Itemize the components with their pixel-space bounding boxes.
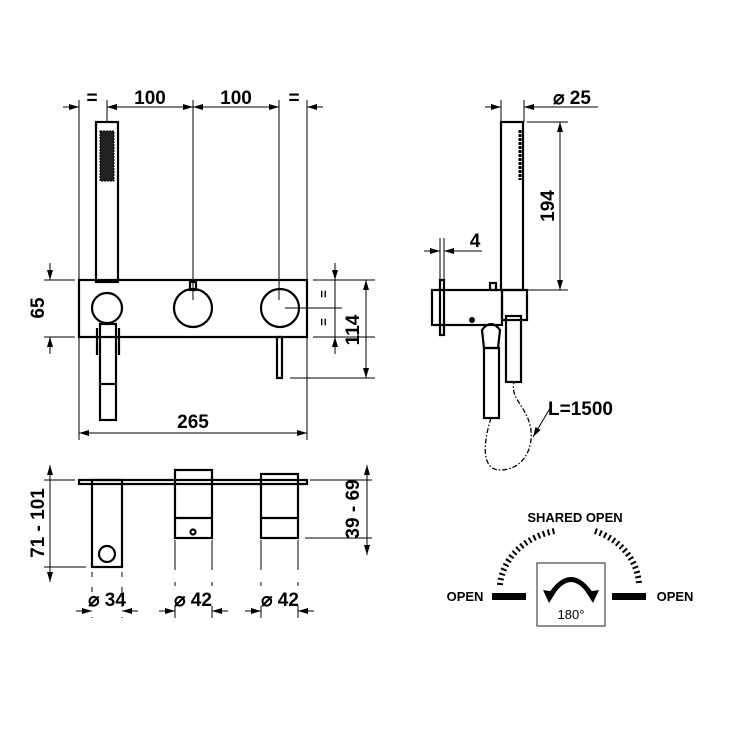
- hose-connector-side: [482, 346, 501, 420]
- mixer-lever: [275, 335, 284, 380]
- shower-holder: [500, 288, 529, 322]
- hand-shower: [94, 120, 120, 284]
- diverter-top: [173, 468, 214, 540]
- rotation-arc-right: [593, 528, 642, 586]
- hose-connector: [98, 322, 118, 422]
- top-view: 71 - 101 39 - 69 ⌀ 34 ⌀ 42 ⌀ 42: [28, 465, 372, 618]
- mixer-top: [259, 472, 300, 540]
- dim-lever-drop: 114: [343, 314, 364, 345]
- dia-knob-right: ⌀ 42: [261, 590, 299, 611]
- dim-plate-thickness: 4: [470, 231, 481, 252]
- dim-equal-right: =: [288, 88, 299, 109]
- dim-plate-height: 65: [28, 297, 49, 319]
- dim-spacing-1: 100: [134, 88, 166, 109]
- shower-nozzles: [99, 130, 115, 182]
- side-view: ⌀ 25 194 4 L=1500: [424, 88, 613, 471]
- plate-top: [77, 478, 309, 486]
- dim-right-depth: 39 - 69: [343, 479, 364, 538]
- dia-handshower: ⌀ 25: [553, 88, 591, 109]
- open-left-marker: [492, 593, 526, 600]
- hose-length: L=1500: [548, 399, 613, 420]
- dim-equal-left: =: [86, 88, 97, 109]
- dim-spacing-2: 100: [220, 88, 252, 109]
- holder-knob: [90, 291, 124, 325]
- dim-equal-upper: =: [316, 290, 331, 298]
- rotation-angle: 180°: [558, 607, 585, 622]
- label-open-left: OPEN: [447, 589, 484, 604]
- rotate-arrow-icon: [543, 577, 599, 603]
- dia-knob-center: ⌀ 42: [174, 590, 212, 611]
- dim-left-depth: 71 - 101: [28, 488, 49, 558]
- dia-holder: ⌀ 34: [88, 590, 126, 611]
- hose: [484, 381, 532, 471]
- diverter-knob: [172, 287, 214, 329]
- dim-total-width: 265: [177, 412, 209, 433]
- dim-equal-lower: =: [316, 318, 331, 326]
- dim-handshower-length: 194: [538, 190, 559, 222]
- label-open-right: OPEN: [657, 589, 694, 604]
- open-right-marker: [612, 593, 646, 600]
- label-shared-open: SHARED OPEN: [527, 510, 622, 525]
- wall-plate: [438, 278, 446, 337]
- front-view: = 100 100 = 65 = =: [28, 88, 375, 440]
- diverter-legend: SHARED OPEN OPEN OPEN 180°: [447, 510, 694, 627]
- holder-top: [90, 478, 124, 569]
